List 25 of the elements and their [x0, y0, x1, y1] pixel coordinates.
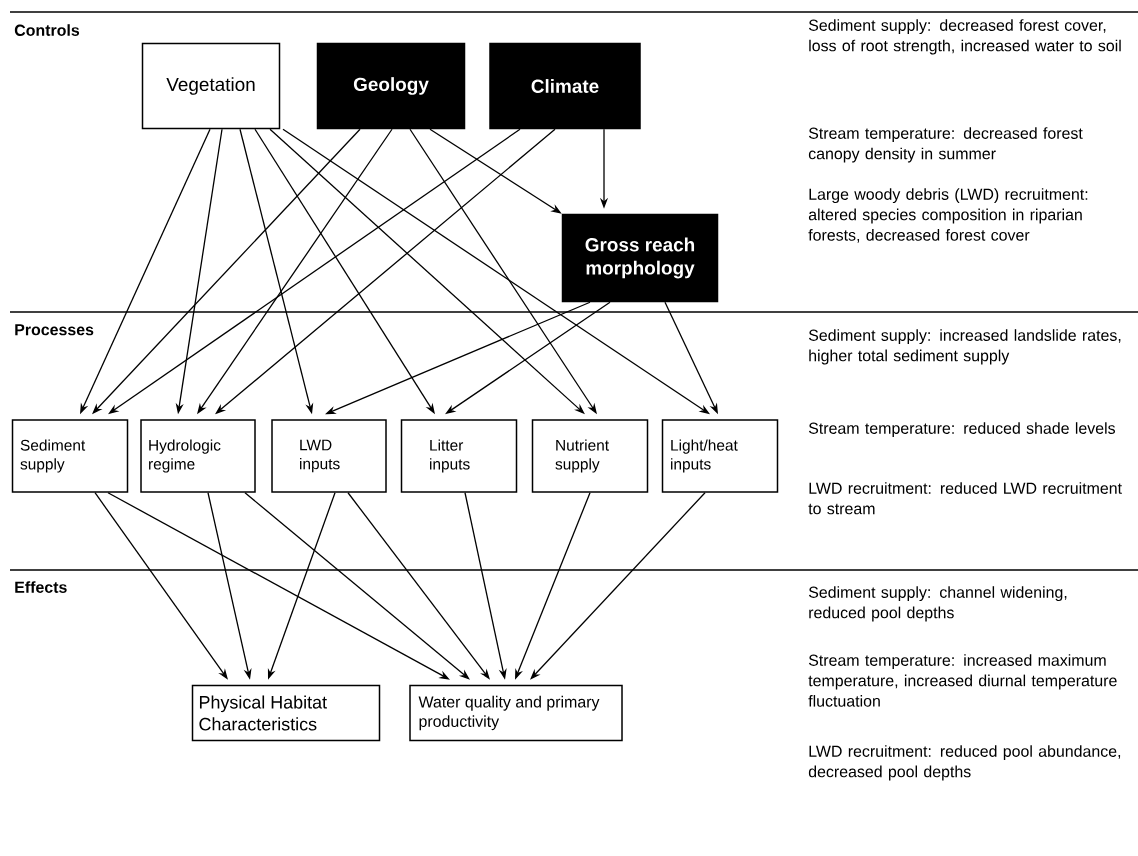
process-box: Litter inputs — [400, 419, 518, 493]
section-heading: Controls — [14, 24, 80, 36]
section-heading: Processes — [15, 324, 94, 336]
note-text: LWD recruitment: reduced LWD recruitment to stream — [808, 482, 1122, 515]
process-box: Nutrient supply — [531, 419, 649, 493]
process-box: Vegetation — [141, 42, 281, 130]
note-text: Sediment supply: increased landslide rates, higher total sediment supply — [808, 329, 1121, 365]
note-text: Sediment supply: decreased forest cover, loss of root strength, increased water to soil — [808, 19, 1121, 55]
process-box: Light/heat inputs — [661, 419, 779, 493]
note-text: Stream temperature: increased maximum temperature, increased diurnal temperature fluctuation — [808, 654, 1117, 707]
process-box: Sediment supply — [11, 419, 129, 493]
process-box: LWD inputs — [271, 419, 387, 493]
note-text: Stream temperature: reduced shade levels — [808, 422, 1115, 438]
note-text: Large woody debris (LWD) recruitment: altered species composition in riparian forests, decreased forest cover — [808, 188, 1088, 243]
note-text: Stream temperature: decreased forest canopy density in summer — [808, 127, 1083, 163]
process-box: Physical Habitat Characteristics — [191, 684, 381, 742]
process-box: Gross reach morphology — [561, 213, 719, 303]
note-text: Sediment supply: channel widening, reduced pool depths — [808, 586, 1067, 622]
process-box: Climate — [489, 42, 641, 130]
process-box: Hydrologic regime — [140, 419, 256, 493]
section-heading: Effects — [15, 581, 67, 593]
process-box: Water quality and primary productivity — [409, 684, 623, 742]
arrow — [244, 492, 470, 680]
note-text: LWD recruitment: reduced pool abundance, decreased pool depths — [808, 745, 1121, 781]
process-box: Geology — [316, 42, 466, 130]
